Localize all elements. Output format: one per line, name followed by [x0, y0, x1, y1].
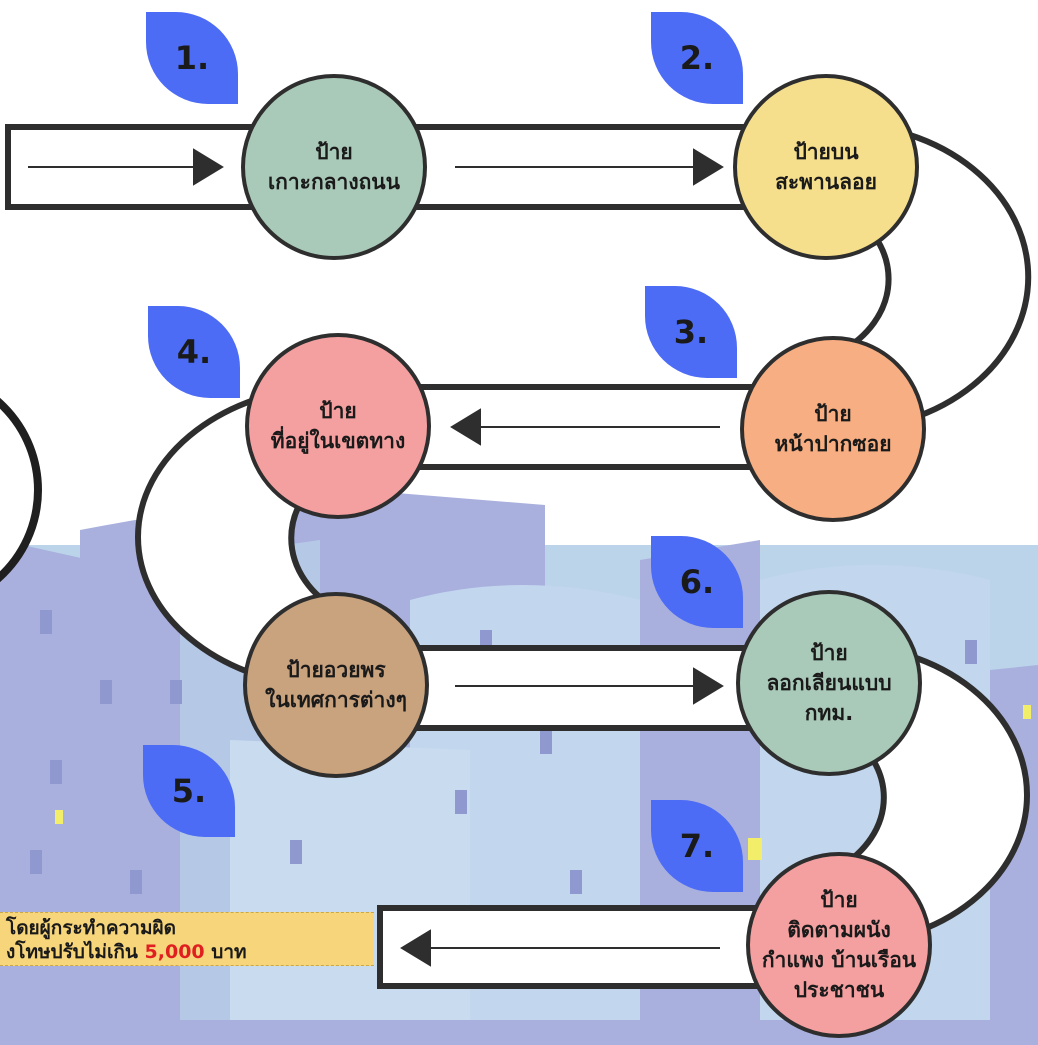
step-5-number: 5. [171, 772, 207, 810]
step-3-label: ป้าย หน้าปากซอย [774, 402, 892, 456]
step-2-number: 2. [679, 39, 715, 77]
note-line-1: โดยผู้กระทำความผิด [6, 917, 176, 939]
step-7-number: 7. [679, 827, 715, 865]
note-currency: บาท [204, 941, 247, 963]
step-5-badge: 5. [143, 745, 235, 837]
step-6-number: 6. [679, 563, 715, 601]
step-1-number: 1. [174, 39, 210, 77]
step-5-label: ป้ายอวยพร ในเทศการต่างๆ [265, 658, 407, 712]
step-6-badge: 6. [651, 536, 743, 628]
fine-amount: 5,000 [144, 941, 205, 963]
step-1-badge: 1. [146, 12, 238, 104]
step-7-label: ป้าย ติดตามผนัง กำแพง บ้านเรือน ประชาชน [761, 888, 917, 1002]
note-fine-text: งโทษปรับไม่เกิน [6, 941, 145, 963]
step-3-badge: 3. [645, 286, 737, 378]
step-1-circle: ป้าย เกาะกลางถนน [241, 74, 427, 260]
step-4-circle: ป้าย ที่อยู่ในเขตทาง [245, 333, 431, 519]
step-2-label: ป้ายบน สะพานลอย [775, 140, 877, 194]
step-3-circle: ป้าย หน้าปากซอย [740, 336, 926, 522]
step-2-circle: ป้ายบน สะพานลอย [733, 74, 919, 260]
fine-note: โดยผู้กระทำความผิด งโทษปรับไม่เกิน 5,000… [0, 912, 374, 966]
step-6-label: ป้าย ลอกเลียนแบบ กทม. [766, 641, 892, 725]
note-line-2: งโทษปรับไม่เกิน 5,000 บาท [0, 940, 374, 964]
step-2-badge: 2. [651, 12, 743, 104]
step-3-number: 3. [673, 313, 709, 351]
step-7-circle: ป้าย ติดตามผนัง กำแพง บ้านเรือน ประชาชน [746, 852, 932, 1038]
step-4-label: ป้าย ที่อยู่ในเขตทาง [270, 399, 406, 453]
step-5-circle: ป้ายอวยพร ในเทศการต่างๆ [243, 592, 429, 778]
step-7-badge: 7. [651, 800, 743, 892]
step-1-label: ป้าย เกาะกลางถนน [267, 140, 401, 194]
step-4-number: 4. [176, 333, 212, 371]
step-4-badge: 4. [148, 306, 240, 398]
step-6-circle: ป้าย ลอกเลียนแบบ กทม. [736, 590, 922, 776]
